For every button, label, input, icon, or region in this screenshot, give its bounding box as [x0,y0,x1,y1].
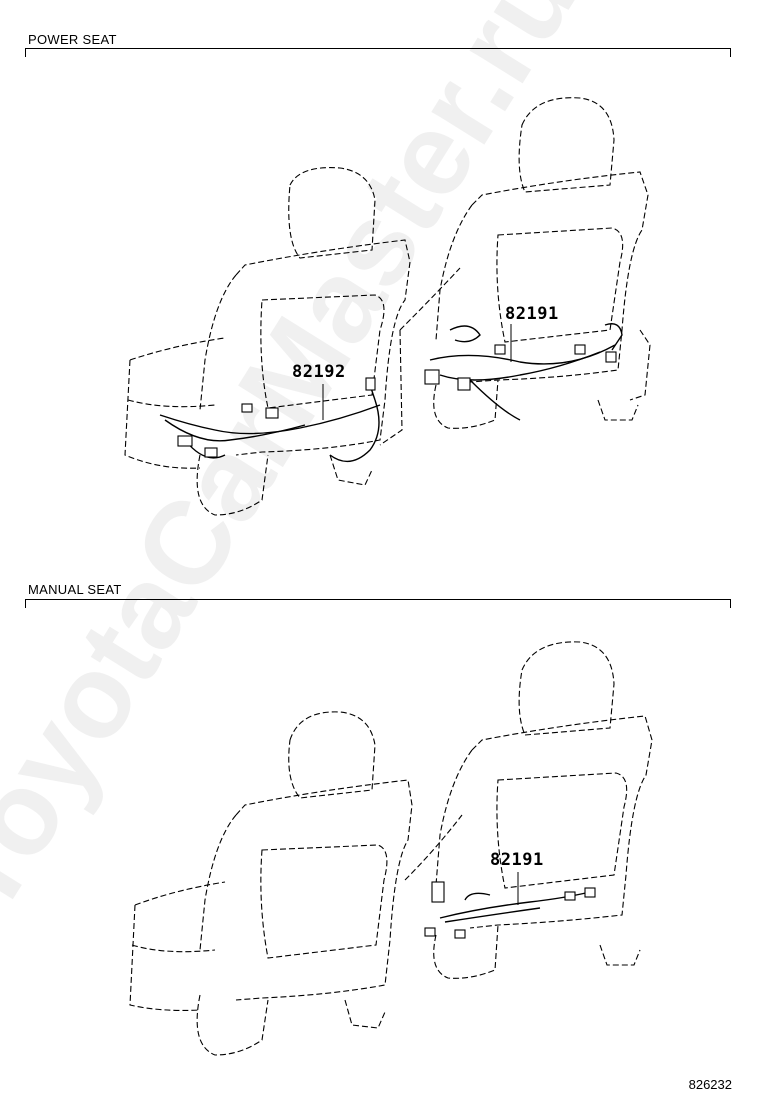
power-right-seat-outline [399,97,651,429]
manual-right-seat-outline [404,641,653,979]
part-label-manual-82191: 82191 [490,850,544,870]
drawing-number: 826232 [688,1077,732,1092]
manual-left-seat-outline [129,711,413,1056]
manual-seat-harness-82191 [424,881,596,939]
manual-seat-bracket-line [25,599,731,608]
power-left-seat-outline [124,167,411,516]
power-seat-section-label: POWER SEAT [28,32,117,47]
part-label-82192: 82192 [292,362,346,382]
power-seat-bracket-line [25,48,731,57]
part-label-power-82191: 82191 [505,304,559,324]
power-seat-harness-82191 [424,323,623,421]
power-seat-harness-82192 [159,377,381,463]
manual-seat-section-label: MANUAL SEAT [28,582,122,597]
